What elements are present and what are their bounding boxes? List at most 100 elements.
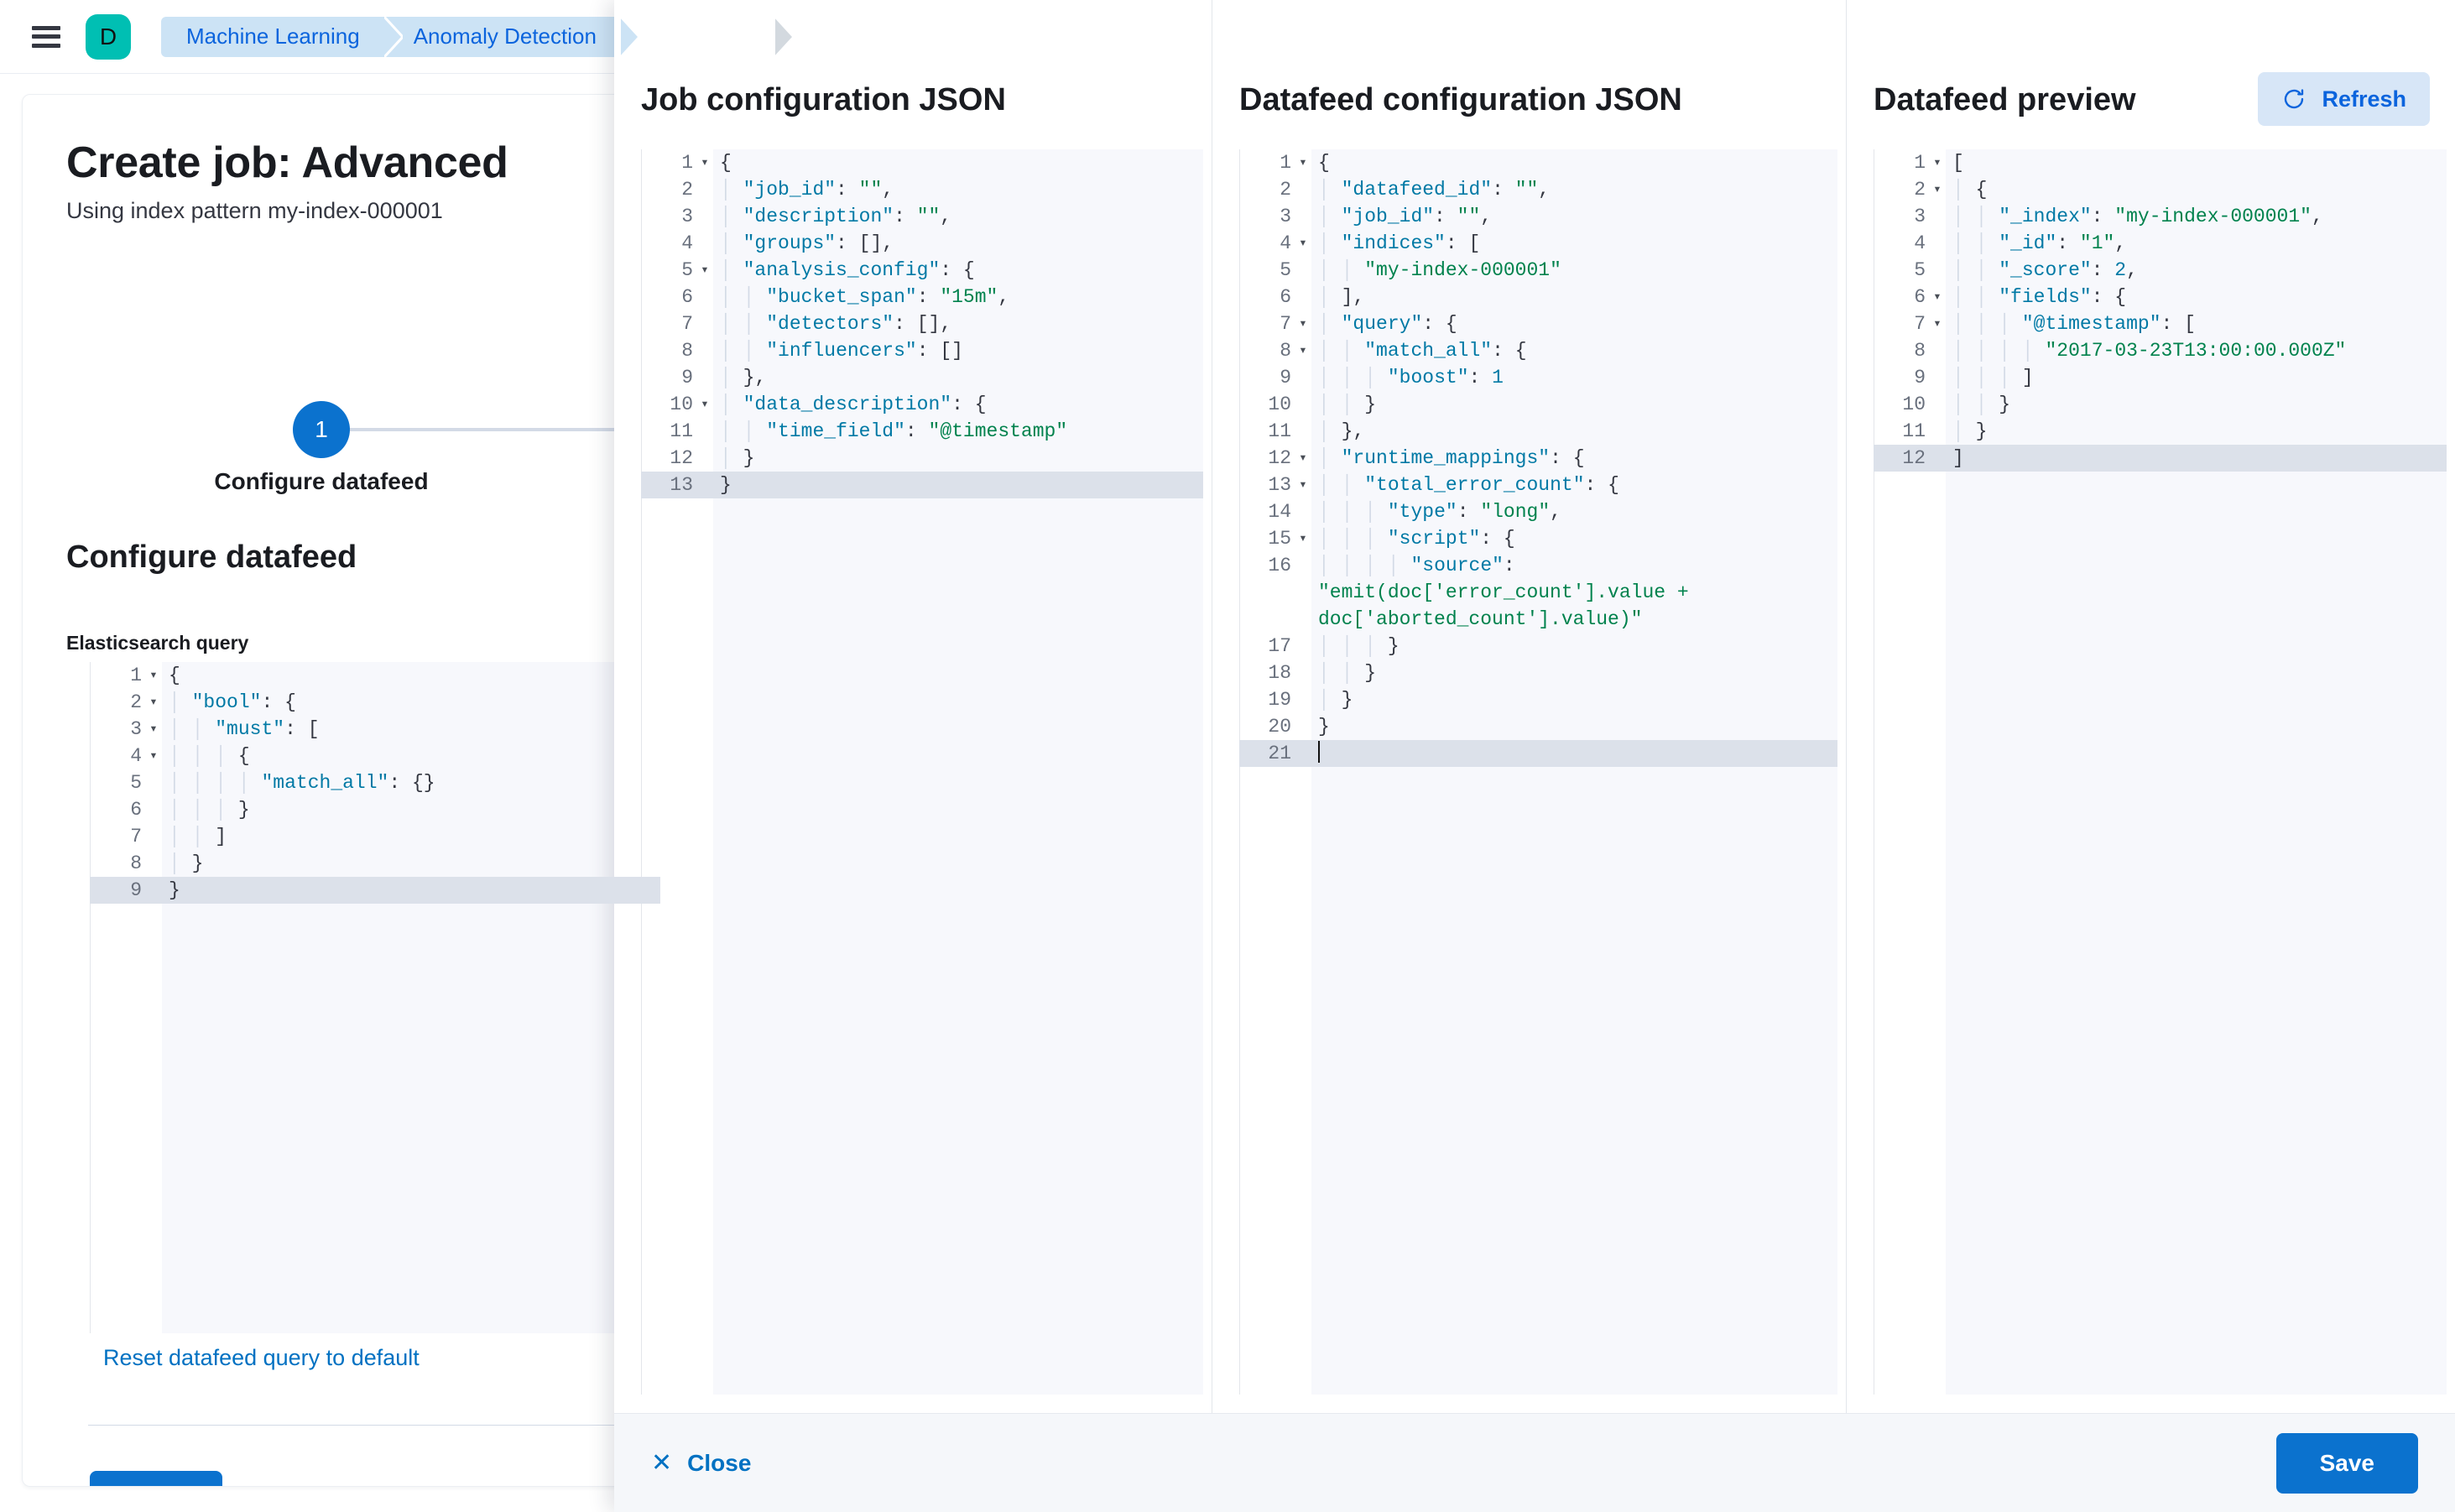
fold-toggle-icon[interactable]: ▾ — [1299, 236, 1307, 251]
fold-toggle-icon[interactable] — [1295, 660, 1311, 686]
editor-line[interactable]: 2▾│ { — [1874, 176, 2447, 203]
fold-toggle-icon[interactable] — [696, 310, 713, 337]
fold-toggle-icon[interactable] — [1929, 230, 1946, 257]
next-button[interactable]: Next › — [90, 1471, 222, 1486]
editor-line[interactable]: 5▾│ "analysis_config": { — [641, 257, 1203, 284]
fold-toggle-icon[interactable] — [1295, 257, 1311, 284]
breadcrumb-item-anomaly-detection[interactable]: Anomaly Detection — [384, 16, 639, 57]
reset-datafeed-query-link[interactable]: Reset datafeed query to default — [103, 1345, 420, 1370]
fold-toggle-icon[interactable] — [696, 203, 713, 230]
editor-line[interactable]: 1▾{ — [1239, 149, 1837, 176]
editor-line[interactable]: 8│ } — [90, 850, 660, 877]
editor-line[interactable]: 6│ │ │ } — [90, 796, 660, 823]
editor-line[interactable]: 5│ │ │ │ "match_all": {} — [90, 769, 660, 796]
fold-toggle-icon[interactable] — [1929, 445, 1946, 472]
fold-toggle-icon[interactable] — [696, 445, 713, 472]
editor-line[interactable]: 6│ ], — [1239, 284, 1837, 310]
editor-line[interactable]: 7│ │ "detectors": [], — [641, 310, 1203, 337]
fold-toggle-icon[interactable] — [1929, 364, 1946, 391]
fold-toggle-icon[interactable] — [145, 823, 162, 850]
editor-line[interactable]: 9│ }, — [641, 364, 1203, 391]
editor-line[interactable]: 2│ "datafeed_id": "", — [1239, 176, 1837, 203]
editor-line[interactable]: 3│ │ "_index": "my-index-000001", — [1874, 203, 2447, 230]
fold-toggle-icon[interactable] — [1295, 284, 1311, 310]
editor-line[interactable]: 3│ "job_id": "", — [1239, 203, 1837, 230]
fold-toggle-icon[interactable] — [1929, 203, 1946, 230]
fold-toggle-icon[interactable]: ▾ — [1933, 316, 1942, 331]
editor-line[interactable]: 15▾│ │ │ "script": { — [1239, 525, 1837, 552]
fold-toggle-icon[interactable] — [696, 364, 713, 391]
editor-line[interactable]: 3▾│ │ "must": [ — [90, 716, 660, 743]
editor-line[interactable]: 18│ │ } — [1239, 660, 1837, 686]
fold-toggle-icon[interactable]: ▾ — [701, 397, 709, 412]
fold-toggle-icon[interactable] — [1295, 391, 1311, 418]
fold-toggle-icon[interactable]: ▾ — [1299, 451, 1307, 466]
editor-line[interactable]: 12│ } — [641, 445, 1203, 472]
editor-line[interactable]: 8│ │ "influencers": [] — [641, 337, 1203, 364]
fold-toggle-icon[interactable]: ▾ — [149, 668, 158, 683]
fold-toggle-icon[interactable] — [1295, 713, 1311, 740]
editor-line[interactable]: 16│ │ │ │ "source": "emit(doc['error_cou… — [1239, 552, 1837, 633]
editor-line[interactable]: 13} — [641, 472, 1203, 498]
fold-toggle-icon[interactable] — [1295, 686, 1311, 713]
editor-line[interactable]: 21 — [1239, 740, 1837, 767]
fold-toggle-icon[interactable]: ▾ — [1933, 182, 1942, 197]
editor-line[interactable]: 6▾│ │ "fields": { — [1874, 284, 2447, 310]
editor-line[interactable]: 13▾│ │ "total_error_count": { — [1239, 472, 1837, 498]
editor-line[interactable]: 9} — [90, 877, 660, 904]
close-button[interactable]: ✕ Close — [651, 1448, 751, 1478]
fold-toggle-icon[interactable]: ▾ — [1933, 289, 1942, 305]
fold-toggle-icon[interactable] — [1295, 203, 1311, 230]
fold-toggle-icon[interactable]: ▾ — [149, 695, 158, 710]
fold-toggle-icon[interactable] — [1929, 391, 1946, 418]
elasticsearch-query-editor[interactable]: 1▾{2▾│ "bool": {3▾│ │ "must": [4▾│ │ │ {… — [90, 662, 660, 1333]
space-avatar[interactable]: D — [86, 13, 131, 60]
editor-line[interactable]: 12▾│ "runtime_mappings": { — [1239, 445, 1837, 472]
fold-toggle-icon[interactable] — [145, 877, 162, 904]
fold-toggle-icon[interactable] — [145, 850, 162, 877]
editor-line[interactable]: 11│ }, — [1239, 418, 1837, 445]
editor-line[interactable]: 9│ │ │ ] — [1874, 364, 2447, 391]
fold-toggle-icon[interactable] — [1929, 257, 1946, 284]
fold-toggle-icon[interactable] — [696, 472, 713, 498]
datafeed-preview-editor[interactable]: 1▾[2▾│ {3│ │ "_index": "my-index-000001"… — [1874, 149, 2447, 1395]
editor-line[interactable]: 14│ │ │ "type": "long", — [1239, 498, 1837, 525]
editor-line[interactable]: 8│ │ │ │ "2017-03-23T13:00:00.000Z" — [1874, 337, 2447, 364]
editor-line[interactable]: 7▾│ │ │ "@timestamp": [ — [1874, 310, 2447, 337]
fold-toggle-icon[interactable]: ▾ — [149, 722, 158, 737]
fold-toggle-icon[interactable] — [1295, 176, 1311, 203]
fold-toggle-icon[interactable]: ▾ — [1299, 343, 1307, 358]
editor-line[interactable]: 8▾│ │ "match_all": { — [1239, 337, 1837, 364]
fold-toggle-icon[interactable] — [1295, 633, 1311, 660]
fold-toggle-icon[interactable] — [1929, 337, 1946, 364]
breadcrumb-item-machine-learning[interactable]: Machine Learning — [161, 16, 403, 57]
editor-line[interactable]: 3│ "description": "", — [641, 203, 1203, 230]
fold-toggle-icon[interactable] — [696, 337, 713, 364]
fold-toggle-icon[interactable]: ▾ — [1299, 316, 1307, 331]
editor-line[interactable]: 1▾{ — [641, 149, 1203, 176]
fold-toggle-icon[interactable]: ▾ — [1299, 477, 1307, 493]
refresh-button[interactable]: Refresh — [2258, 72, 2430, 126]
fold-toggle-icon[interactable] — [696, 230, 713, 257]
fold-toggle-icon[interactable] — [1295, 364, 1311, 391]
editor-line[interactable]: 19│ } — [1239, 686, 1837, 713]
editor-line[interactable]: 2▾│ "bool": { — [90, 689, 660, 716]
fold-toggle-icon[interactable]: ▾ — [1299, 531, 1307, 546]
edit-json-link[interactable]: Edit JSON — [325, 1483, 435, 1486]
editor-line[interactable]: 4▾│ │ │ { — [90, 743, 660, 769]
fold-toggle-icon[interactable]: ▾ — [701, 155, 709, 170]
editor-line[interactable]: 11│ } — [1874, 418, 2447, 445]
editor-line[interactable]: 20} — [1239, 713, 1837, 740]
editor-line[interactable]: 7▾│ "query": { — [1239, 310, 1837, 337]
fold-toggle-icon[interactable] — [1295, 740, 1311, 767]
fold-toggle-icon[interactable] — [1295, 552, 1311, 633]
editor-line[interactable]: 10│ │ } — [1874, 391, 2447, 418]
editor-line[interactable]: 10│ │ } — [1239, 391, 1837, 418]
editor-line[interactable]: 5│ │ "my-index-000001" — [1239, 257, 1837, 284]
fold-toggle-icon[interactable]: ▾ — [701, 263, 709, 278]
fold-toggle-icon[interactable]: ▾ — [149, 748, 158, 764]
fold-toggle-icon[interactable] — [145, 796, 162, 823]
editor-line[interactable]: 4│ "groups": [], — [641, 230, 1203, 257]
fold-toggle-icon[interactable] — [1295, 418, 1311, 445]
editor-line[interactable]: 10▾│ "data_description": { — [641, 391, 1203, 418]
